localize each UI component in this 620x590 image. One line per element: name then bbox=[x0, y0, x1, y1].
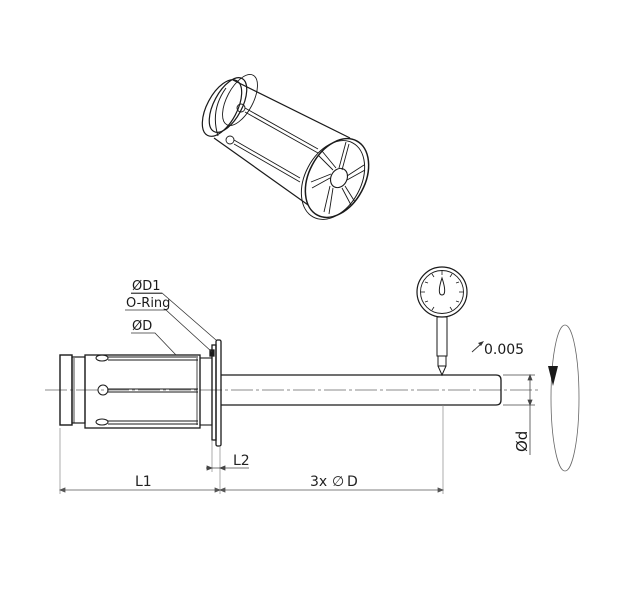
dial-needle bbox=[438, 276, 446, 296]
collet-flange bbox=[300, 137, 370, 220]
l1-label: L1 bbox=[135, 474, 152, 490]
l2-label: L2 bbox=[233, 453, 250, 469]
leaders bbox=[125, 292, 217, 356]
test-length-prefix: 3x bbox=[310, 474, 327, 490]
l2-dimension bbox=[206, 465, 249, 471]
shaft-diameter-label: Ød bbox=[513, 431, 531, 452]
d-label: ØD bbox=[132, 319, 152, 334]
collet-slots bbox=[225, 103, 319, 183]
runout-tolerance: 0.005 bbox=[484, 342, 524, 358]
rotation-arrow-icon bbox=[548, 324, 580, 472]
body-slots bbox=[95, 354, 198, 426]
test-length-ref: D bbox=[347, 474, 358, 490]
collet-flange-side bbox=[209, 339, 222, 447]
shaft-diameter-dimension bbox=[503, 373, 535, 455]
o-ring-label: O-Ring bbox=[126, 296, 170, 311]
length-dimensions bbox=[58, 487, 445, 493]
test-shaft bbox=[221, 374, 502, 406]
collet-isometric-view bbox=[201, 74, 370, 220]
dial-gauge-icon bbox=[416, 266, 468, 377]
d1-label: ØD1 bbox=[132, 279, 161, 294]
collet-side-view bbox=[45, 339, 540, 447]
diameter-symbol: ∅ bbox=[332, 474, 344, 490]
runout-arrow-icon bbox=[471, 341, 484, 353]
extension-lines bbox=[59, 405, 444, 494]
